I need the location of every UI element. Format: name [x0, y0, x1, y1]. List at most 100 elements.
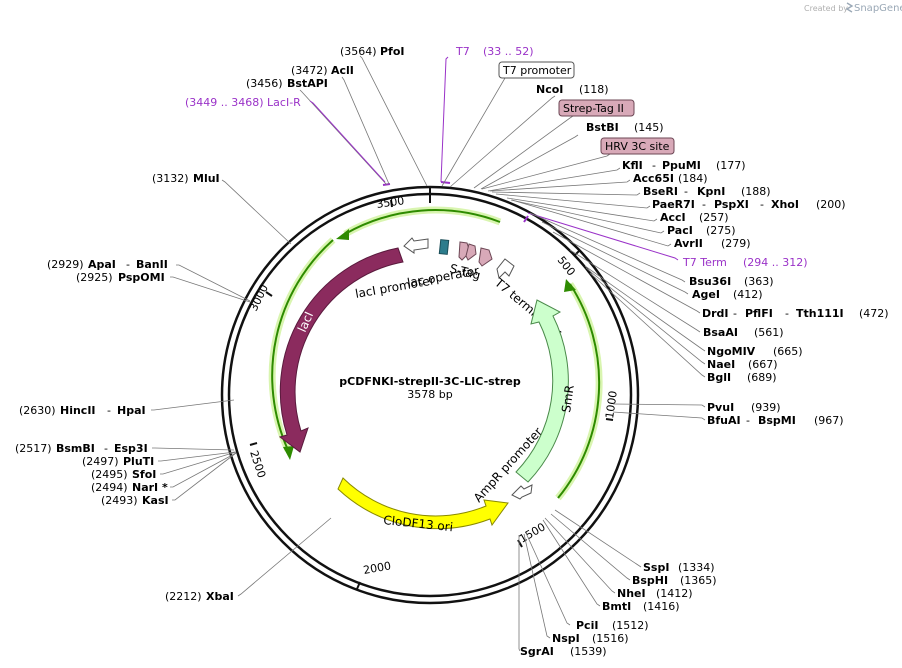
site-bsu36i[interactable]: Bsu36I — [689, 275, 731, 288]
tag-arrow-3 — [478, 247, 493, 267]
plasmid-name: pCDFNKI-strepII-3C-LIC-strep — [339, 375, 521, 388]
site-acc65i-pos: (184) — [678, 172, 708, 185]
watermark-created-by: Created by — [804, 4, 848, 13]
site-bspmi[interactable]: BspMI — [758, 414, 796, 427]
site-bfuai-pos: (967) — [814, 414, 844, 427]
site-xhoi[interactable]: XhoI — [771, 198, 799, 211]
site-bsmbi-sep: - — [104, 442, 108, 455]
site-pluti[interactable]: PluTI — [123, 455, 154, 468]
site-bstbi[interactable]: BstBI — [586, 121, 619, 134]
tick-label-2000: 2000 — [362, 559, 392, 577]
primer-laci-r[interactable]: (3449 .. 3468) LacI-R — [185, 96, 301, 109]
site-ncoi[interactable]: NcoI — [536, 83, 563, 96]
site-bsmbi[interactable]: BsmBI — [56, 442, 95, 455]
site-bseri[interactable]: BseRI — [643, 185, 678, 198]
site-avrii[interactable]: AvrII — [674, 237, 703, 250]
site-mlui[interactable]: MluI — [193, 172, 220, 185]
green-arc-top — [336, 206, 502, 240]
leader-lines — [151, 55, 706, 652]
site-pflfi[interactable]: PflFI — [745, 307, 773, 320]
site-naei-pos: (667) — [748, 358, 778, 371]
snapgene-logo-icon — [845, 2, 854, 13]
site-avrii-pos: (279) — [721, 237, 751, 250]
site-bstbi-pos: (145) — [634, 121, 664, 134]
site-kasi[interactable]: KasI — [142, 494, 169, 507]
site-sgrai[interactable]: SgrAI — [520, 645, 554, 658]
site-acli[interactable]: AclI — [331, 64, 354, 77]
site-bgli[interactable]: BglI — [707, 371, 731, 384]
site-apai-pos: (2929) — [47, 258, 84, 271]
site-hincii[interactable]: HincII — [60, 404, 96, 417]
site-nari[interactable]: NarI * — [132, 481, 168, 494]
site-bmti-pos: (1416) — [643, 600, 680, 613]
site-acc65i[interactable]: Acc65I — [633, 172, 674, 185]
site-banii[interactable]: BanII — [136, 258, 168, 271]
tick-label-1500: 1500 — [517, 520, 548, 545]
site-ngomiv[interactable]: NgoMIV — [707, 345, 756, 358]
site-drdi-sep2: - — [785, 307, 789, 320]
site-drdi-sep: - — [733, 307, 737, 320]
site-pspomi[interactable]: PspOMI — [118, 271, 165, 284]
site-bstapi[interactable]: BstAPI — [287, 77, 328, 90]
site-paer7i[interactable]: PaeR7I — [652, 198, 695, 211]
site-pspomi-pos: (2925) — [76, 271, 113, 284]
site-pluti-pos: (2497) — [82, 455, 119, 468]
site-xbai[interactable]: XbaI — [206, 590, 234, 603]
strep-tag-label[interactable]: Strep-Tag II — [563, 102, 624, 115]
site-acci[interactable]: AccI — [660, 211, 686, 224]
green-arc-right — [555, 279, 603, 501]
site-nspi[interactable]: NspI — [552, 632, 580, 645]
site-apai-sep: - — [126, 258, 130, 271]
site-drdi[interactable]: DrdI — [702, 307, 729, 320]
site-pvui[interactable]: PvuI — [707, 401, 734, 414]
site-pfoi-pos: (3564) — [340, 45, 377, 58]
watermark-brand: SnapGene — [854, 3, 902, 14]
site-bseri-pos: (188) — [741, 185, 771, 198]
site-pcii[interactable]: PciI — [576, 619, 598, 632]
site-pvui-pos: (939) — [751, 401, 781, 414]
site-naei[interactable]: NaeI — [707, 358, 735, 371]
t7-promoter-box — [498, 61, 575, 79]
site-kasi-pos: (2493) — [101, 494, 138, 507]
tag-arrow-2 — [465, 243, 477, 261]
site-bsu36i-pos: (363) — [744, 275, 774, 288]
primer-t7-name[interactable]: T7 — [455, 45, 470, 58]
site-esp3i[interactable]: Esp3I — [114, 442, 148, 455]
site-sfoi[interactable]: SfoI — [132, 468, 156, 481]
tick-label-2500: 2500 — [247, 449, 268, 480]
tick-label-3000: 3000 — [247, 282, 271, 313]
site-pspxi[interactable]: PspXI — [714, 198, 749, 211]
site-pfoi[interactable]: PfoI — [380, 45, 405, 58]
site-nhei[interactable]: NheI — [617, 587, 646, 600]
plasmid-size: 3578 bp — [407, 388, 452, 401]
site-sspi[interactable]: SspI — [643, 561, 669, 574]
site-bmti[interactable]: BmtI — [602, 600, 631, 613]
site-bsaai-pos: (561) — [754, 326, 784, 339]
site-kfli-sep: - — [652, 159, 656, 172]
site-bsaai[interactable]: BsaAI — [703, 326, 738, 339]
site-ppumi[interactable]: PpuMI — [662, 159, 701, 172]
site-bsphi[interactable]: BspHI — [632, 574, 668, 587]
site-kpni[interactable]: KpnI — [697, 185, 725, 198]
tick-label-1000: 1000 — [603, 390, 620, 420]
site-bseri-sep: - — [684, 185, 688, 198]
site-kfli[interactable]: KflI — [622, 159, 643, 172]
primer-t7term-name[interactable]: T7 Term — [682, 256, 727, 269]
hrv-3c-label[interactable]: HRV 3C site — [605, 140, 670, 153]
site-hpai[interactable]: HpaI — [117, 404, 146, 417]
site-bfuai[interactable]: BfuAI — [707, 414, 741, 427]
t7-promoter-label[interactable]: T7 promoter — [502, 64, 572, 77]
site-xbai-pos: (2212) — [165, 590, 202, 603]
site-sgrai-pos: (1539) — [570, 645, 607, 658]
tick-marks — [249, 187, 614, 590]
primer-t7-pos: (33 .. 52) — [483, 45, 534, 58]
site-paer7i-pos: (200) — [816, 198, 846, 211]
site-agei[interactable]: AgeI — [692, 288, 720, 301]
laci-arrow — [278, 247, 404, 453]
site-sspi-pos: (1334) — [678, 561, 715, 574]
site-paci[interactable]: PacI — [667, 224, 693, 237]
strep-tag-box — [558, 99, 635, 117]
site-apai[interactable]: ApaI — [88, 258, 116, 271]
site-tth111i[interactable]: Tth111I — [796, 307, 844, 320]
